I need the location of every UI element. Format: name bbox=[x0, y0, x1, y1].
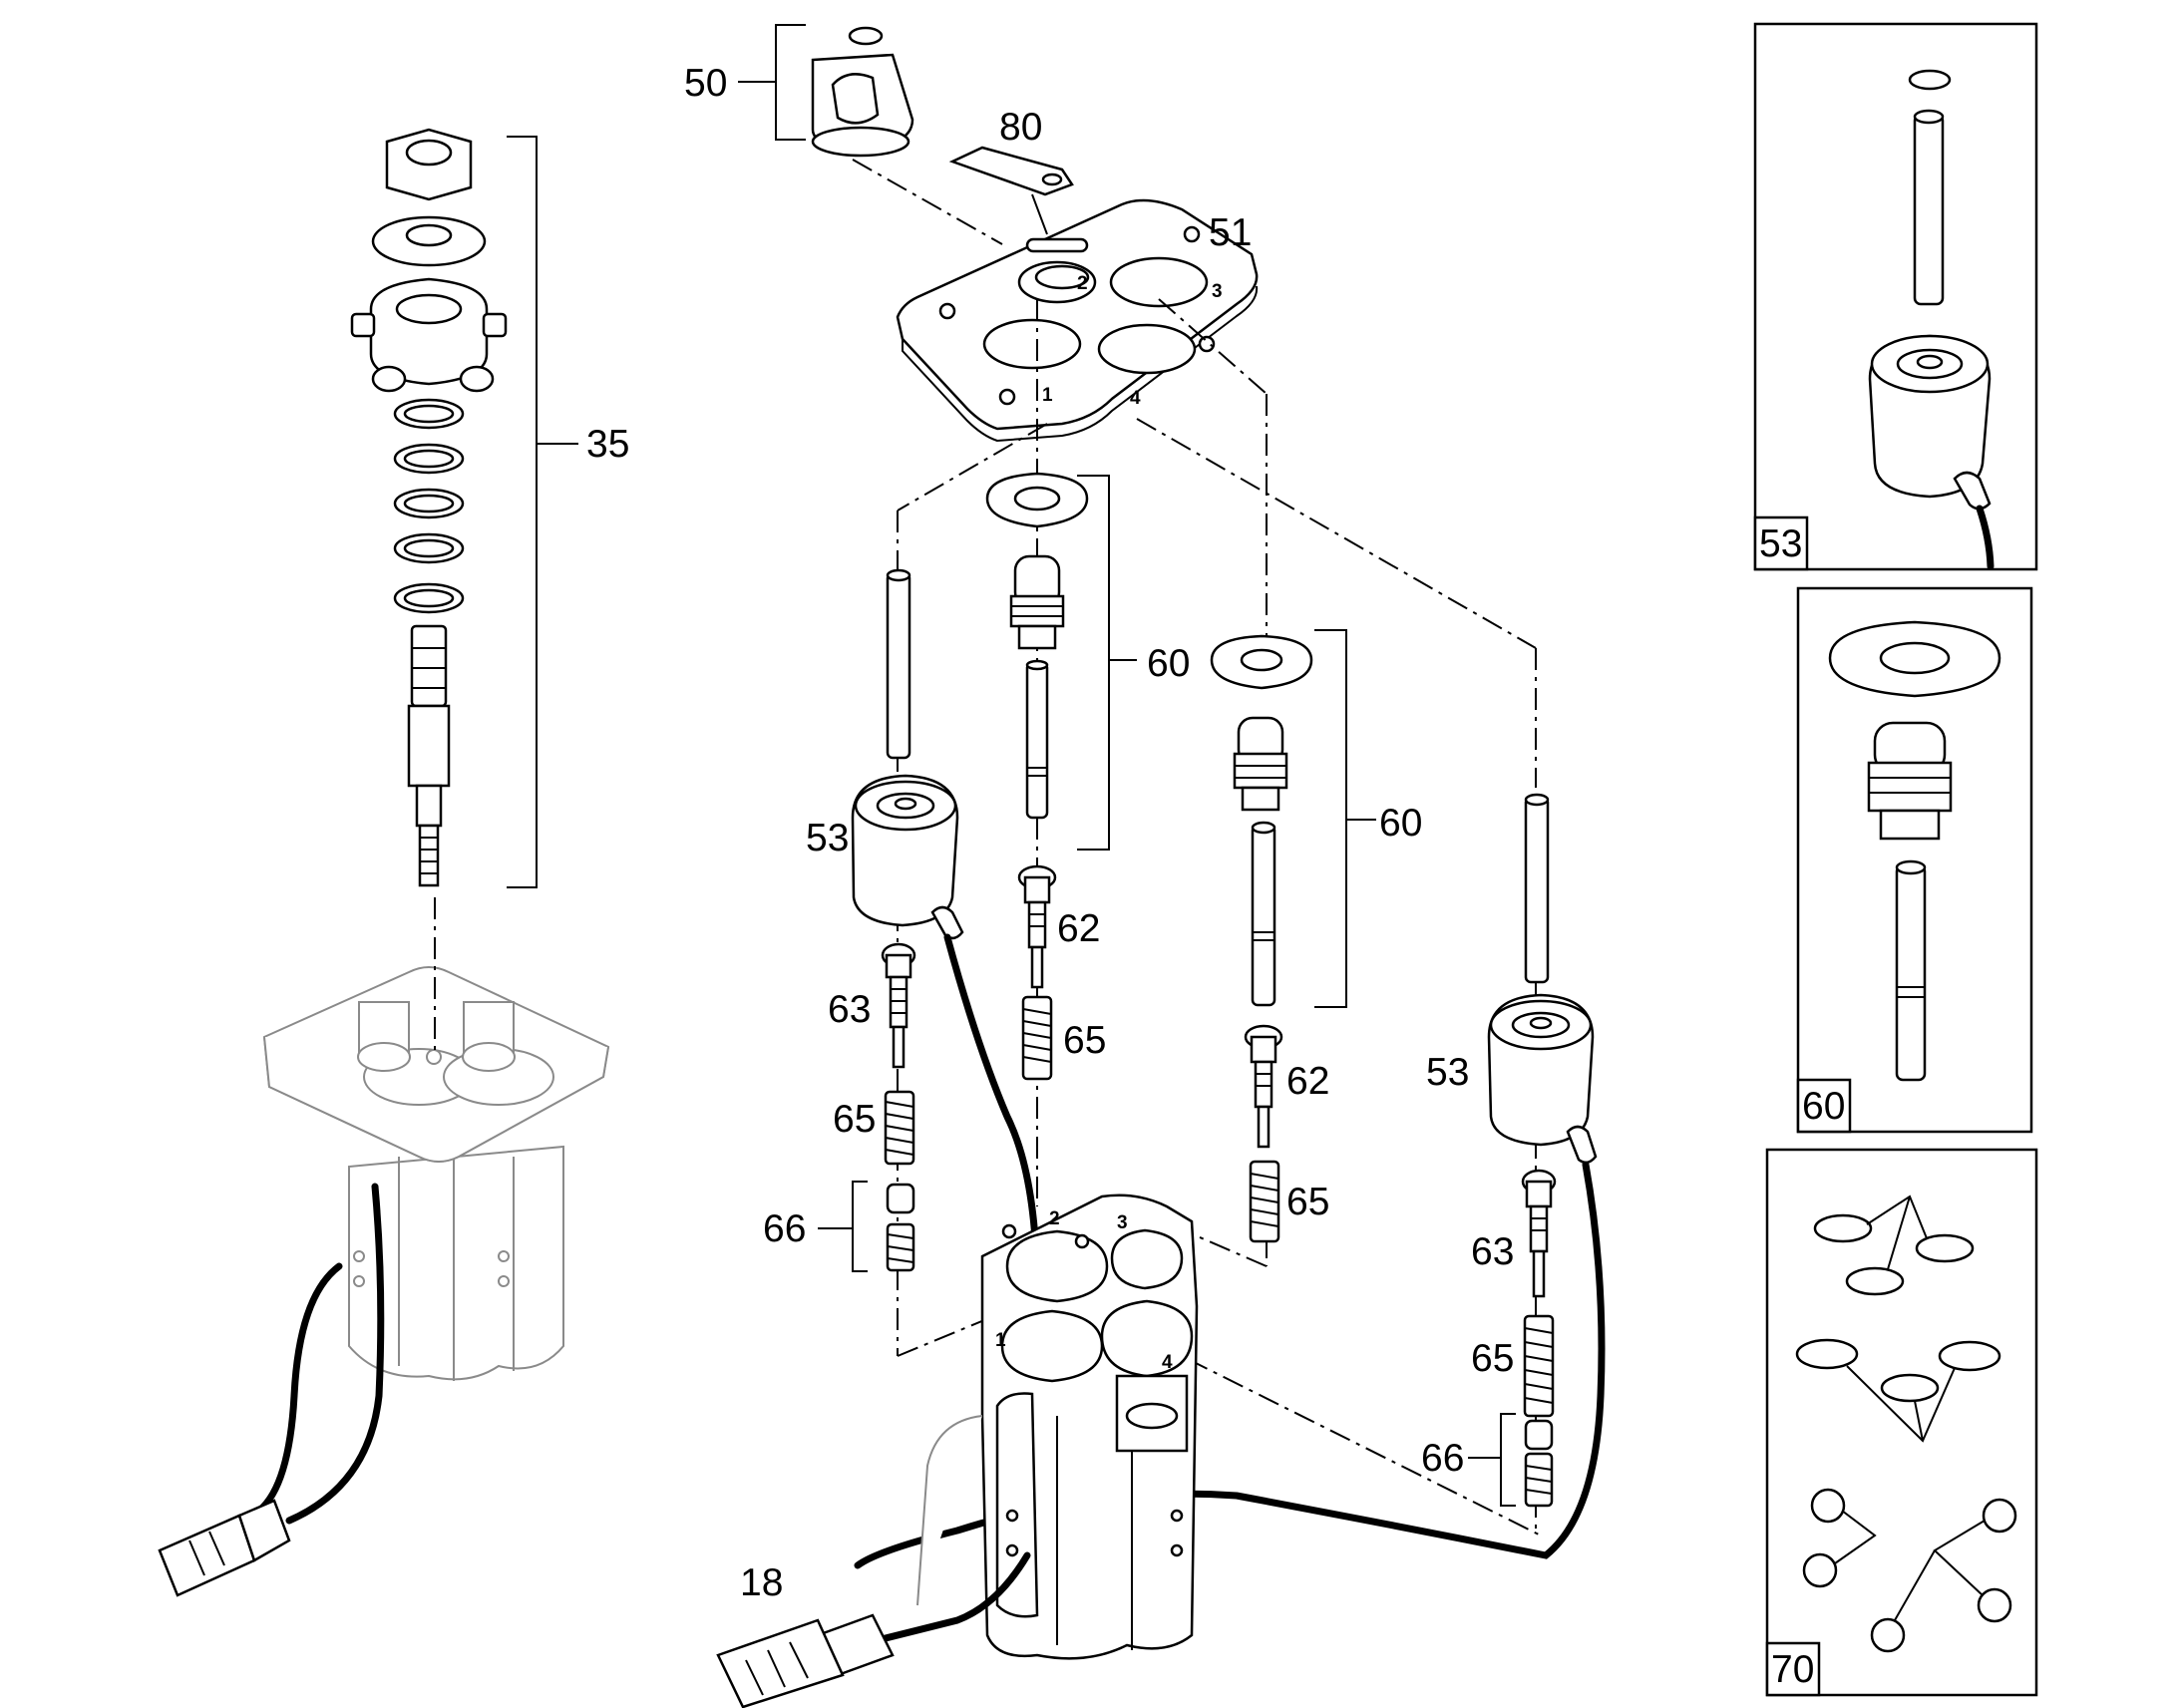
callout-65-a: 65 bbox=[1063, 1019, 1106, 1062]
body-port-4: 4 bbox=[1162, 1352, 1173, 1373]
callout-60-b: 60 bbox=[1379, 802, 1422, 845]
callout-51: 51 bbox=[1209, 211, 1252, 254]
callout-35: 35 bbox=[586, 423, 629, 466]
plate-port-2: 2 bbox=[1077, 273, 1088, 294]
inset-70-label: 70 bbox=[1771, 1648, 1814, 1691]
inset-60: 60 bbox=[1796, 586, 2033, 1134]
callout-53-b: 53 bbox=[1426, 1051, 1469, 1094]
part-50-clip bbox=[738, 24, 1003, 245]
inset-53-label: 53 bbox=[1759, 522, 1802, 565]
plate-port-1: 1 bbox=[1042, 385, 1053, 406]
column-1-fasteners bbox=[818, 942, 916, 1272]
part-51-plate: 2 3 1 4 bbox=[896, 198, 1259, 443]
inset-70: 70 bbox=[1765, 1148, 2038, 1697]
inset-60-label: 60 bbox=[1802, 1085, 1845, 1128]
callout-65-c: 65 bbox=[1286, 1181, 1329, 1223]
callout-50: 50 bbox=[684, 62, 727, 105]
body-port-1: 1 bbox=[995, 1330, 1006, 1351]
callout-labels: 50 80 51 35 60 60 53 62 63 65 62 53 65 6… bbox=[586, 62, 1514, 1604]
callout-66-b: 66 bbox=[1421, 1437, 1464, 1480]
part-53-coil-right bbox=[854, 793, 1606, 1569]
part-80-strip bbox=[948, 146, 1074, 235]
plate-port-3: 3 bbox=[1212, 281, 1223, 302]
callout-62-b: 62 bbox=[1286, 1060, 1329, 1103]
callout-63-b: 63 bbox=[1471, 1230, 1514, 1273]
part-35-stack bbox=[350, 128, 578, 1057]
callout-65-b: 65 bbox=[833, 1098, 876, 1141]
body-port-3: 3 bbox=[1117, 1212, 1128, 1233]
callout-62-a: 62 bbox=[1057, 907, 1100, 950]
plate-port-4: 4 bbox=[1130, 388, 1141, 409]
callout-65-d: 65 bbox=[1471, 1337, 1514, 1380]
part-60-set-b bbox=[1210, 629, 1376, 1243]
callout-53-a: 53 bbox=[806, 817, 849, 859]
callout-63-a: 63 bbox=[828, 988, 871, 1031]
callout-66-a: 66 bbox=[763, 1207, 806, 1250]
body-port-2: 2 bbox=[1049, 1208, 1060, 1229]
callout-60-a: 60 bbox=[1147, 642, 1190, 685]
callout-18: 18 bbox=[740, 1561, 783, 1604]
callout-80: 80 bbox=[999, 106, 1042, 149]
inset-53: 53 bbox=[1753, 22, 2038, 571]
valve-body: 2 3 1 4 bbox=[716, 1194, 1199, 1708]
assembled-valve-view bbox=[158, 966, 610, 1597]
part-60-set-a bbox=[985, 472, 1137, 1081]
